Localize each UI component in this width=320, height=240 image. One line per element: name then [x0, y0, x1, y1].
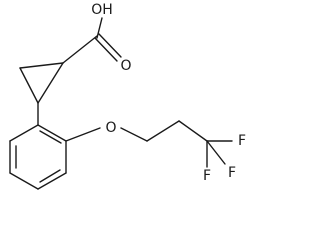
- fluorine-label: F: [203, 168, 211, 184]
- fluorine-label: F: [228, 165, 236, 181]
- bond-ring-to-acid-carbon: [62, 35, 98, 64]
- bond-benzene-inner-1: [39, 130, 62, 144]
- hydroxyl-label: OH: [91, 2, 113, 18]
- bond-benzene-to-ether-oxygen: [65, 127, 101, 142]
- bond-acid-carbonyl-double-a: [94, 37, 118, 62]
- bond-benzene-3: [37, 172, 67, 190]
- bond-cf3-to-fluorine-3: [206, 140, 226, 165]
- bond-benzene-inner-2: [39, 169, 61, 183]
- bond-ch2-to-cf3: [178, 120, 208, 142]
- bond-benzene-4: [9, 172, 39, 190]
- bond-cyclopropane-left: [19, 67, 39, 104]
- ether-oxygen-label: O: [105, 120, 116, 136]
- bond-ch2-to-ch2: [146, 120, 180, 142]
- bond-cyclopropane-right: [37, 62, 64, 104]
- bond-acid-carbonyl-double-b: [98, 33, 122, 58]
- carbonyl-oxygen-label: O: [120, 58, 131, 74]
- bond-benzene-1: [37, 124, 67, 142]
- bond-benzene-6: [9, 124, 39, 142]
- bond-acid-carbon-hydroxyl: [96, 17, 103, 39]
- bond-ether-oxygen-to-ch2: [120, 127, 148, 142]
- fluorine-label: F: [238, 133, 246, 149]
- bond-cyclopropane-top: [19, 62, 64, 69]
- chemical-structure: OH O O F F F: [9, 2, 246, 190]
